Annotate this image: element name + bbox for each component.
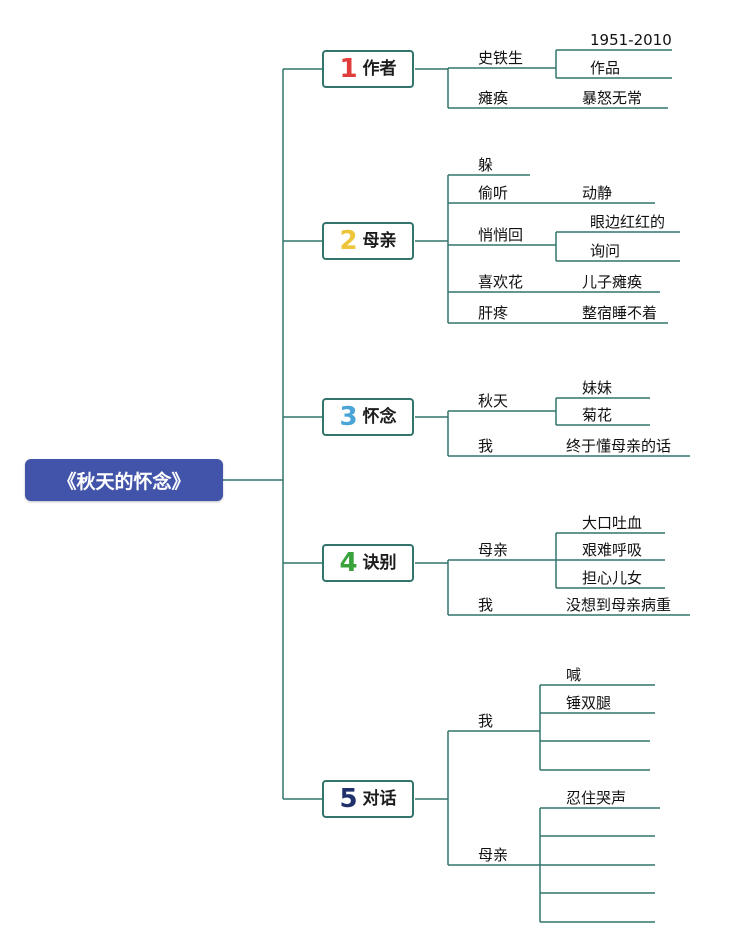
branch-3-connectors xyxy=(415,397,690,457)
topic-node[interactable]: 偷听 xyxy=(478,184,509,202)
topic-node[interactable]: 大口吐血 xyxy=(582,514,643,532)
branch-label: 诀别 xyxy=(362,552,397,573)
topic-node[interactable]: 锤双腿 xyxy=(566,694,612,712)
topic-node[interactable]: 作品 xyxy=(590,59,621,77)
topic-node[interactable]: 艰难呼吸 xyxy=(582,541,643,559)
topic-node[interactable]: 瘫痪 xyxy=(478,89,509,107)
topic-node[interactable]: 秋天 xyxy=(478,392,509,410)
topic-node[interactable]: 暴怒无常 xyxy=(582,89,643,107)
topic-node[interactable]: 躲 xyxy=(478,156,494,174)
topic-node[interactable]: 担心儿女 xyxy=(582,569,643,587)
topic-node[interactable]: 喊 xyxy=(566,666,582,684)
branch-number: 3 xyxy=(339,402,358,432)
topic-node[interactable]: 1951-2010 xyxy=(590,31,672,49)
branch-node-author[interactable]: 1 作者 xyxy=(322,50,414,88)
branch-5-connectors xyxy=(415,684,660,923)
branch-label: 怀念 xyxy=(362,406,397,427)
branch-number: 5 xyxy=(339,784,358,814)
topic-node[interactable]: 整宿睡不着 xyxy=(582,304,658,322)
topic-node[interactable]: 喜欢花 xyxy=(478,273,524,291)
topic-node[interactable]: 终于懂母亲的话 xyxy=(566,437,672,455)
topic-node[interactable]: 没想到母亲病重 xyxy=(566,596,672,614)
branch-label: 对话 xyxy=(362,788,397,809)
topic-node[interactable]: 眼边红红的 xyxy=(590,213,666,231)
branch-node-farewell[interactable]: 4 诀别 xyxy=(322,544,414,582)
topic-node[interactable]: 询问 xyxy=(590,242,621,260)
branch-4-connectors xyxy=(415,532,690,616)
branch-2-connectors xyxy=(415,174,680,324)
topic-node[interactable]: 动静 xyxy=(582,184,613,202)
root-node[interactable]: 《秋天的怀念》 xyxy=(25,459,223,501)
topic-node[interactable]: 菊花 xyxy=(582,406,613,424)
topic-node[interactable]: 忍住哭声 xyxy=(566,789,627,807)
branch-number: 4 xyxy=(339,548,358,578)
branch-number: 2 xyxy=(339,226,358,256)
topic-node[interactable]: 我 xyxy=(478,437,494,455)
branch-node-dialogue[interactable]: 5 对话 xyxy=(322,780,414,818)
branch-label: 作者 xyxy=(362,58,397,79)
topic-node[interactable]: 母亲 xyxy=(478,541,509,559)
branch-node-remembrance[interactable]: 3 怀念 xyxy=(322,398,414,436)
topic-node[interactable]: 悄悄回 xyxy=(478,226,524,244)
branch-node-mother[interactable]: 2 母亲 xyxy=(322,222,414,260)
topic-node[interactable]: 肝疼 xyxy=(478,304,509,322)
trunk-connectors xyxy=(223,68,322,800)
topic-node[interactable]: 我 xyxy=(478,596,494,614)
branch-1-connectors xyxy=(415,49,672,109)
branch-label: 母亲 xyxy=(362,230,397,251)
topic-node[interactable]: 妹妹 xyxy=(582,379,613,397)
topic-node[interactable]: 儿子瘫痪 xyxy=(582,273,643,291)
topic-node[interactable]: 母亲 xyxy=(478,846,509,864)
topic-node[interactable]: 史铁生 xyxy=(478,49,524,67)
topic-node[interactable]: 我 xyxy=(478,712,494,730)
branch-number: 1 xyxy=(339,54,358,84)
